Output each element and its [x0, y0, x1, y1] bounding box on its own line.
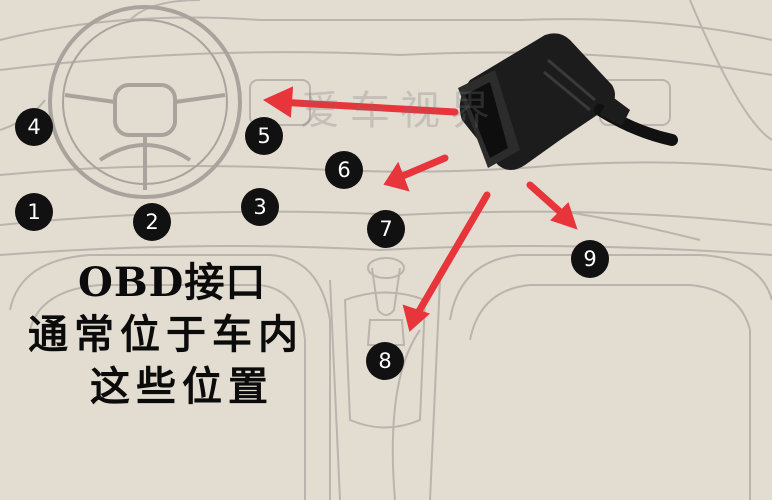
- location-marker-9: 9: [571, 240, 609, 278]
- location-marker-8: 8: [366, 342, 404, 380]
- gear-shifter: [366, 257, 406, 346]
- location-marker-2: 2: [133, 203, 171, 241]
- watermark: 爱车视界: [300, 88, 500, 134]
- location-marker-7: 7: [367, 210, 405, 248]
- location-marker-6: 6: [325, 151, 363, 189]
- location-marker-3: 3: [241, 188, 279, 226]
- location-marker-1: 1: [15, 193, 53, 231]
- location-marker-4: 4: [15, 108, 53, 146]
- caption-title: OBD接口: [78, 259, 267, 306]
- caption-line-2: 通常位于车内: [28, 311, 304, 358]
- arrows: [262, 86, 578, 332]
- location-marker-5: 5: [245, 117, 283, 155]
- obd-connector-image: [458, 33, 678, 171]
- caption-line-3: 这些位置: [90, 363, 274, 410]
- steering-wheel: [48, 5, 242, 199]
